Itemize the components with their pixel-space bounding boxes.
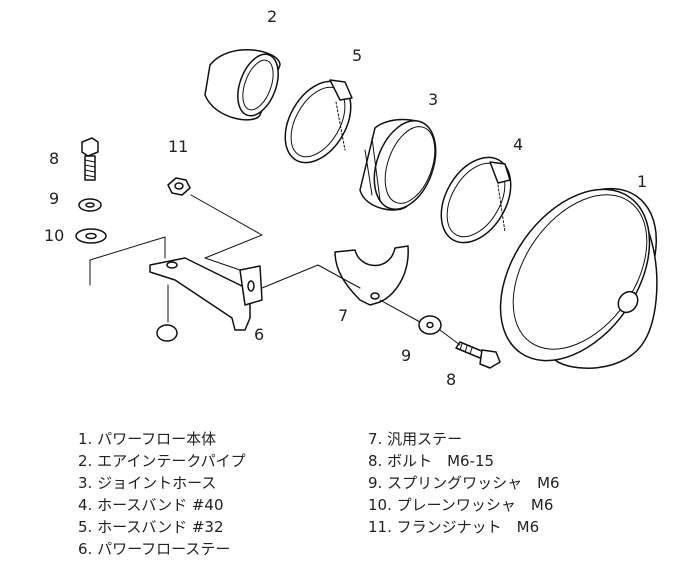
leader-lines [89,194,461,346]
hose-band-32 [284,79,353,164]
parts-list-item: 4. ホースバンド #40 [78,496,224,514]
callout-9-lower: 9 [401,346,411,365]
parts-list-item: 9. スプリングワッシャ M6 [368,474,560,492]
parts-list-item: 11. フランジナット M6 [368,518,540,536]
parts-list-left: 1. パワーフロー本体 2. エアインテークパイプ 3. ジョイントホース 4.… [78,428,246,560]
parts-list-item: 6. パワーフローステー [78,540,231,558]
callout-10: 10 [44,226,64,245]
bolt-upper [81,137,99,181]
air-intake-pipe [204,49,281,121]
callout-1: 1 [637,172,647,191]
power-flow-stay [149,257,263,331]
parts-list-item: 3. ジョイントホース [78,474,217,492]
callout-3: 3 [428,90,438,109]
callout-11: 11 [168,137,188,156]
hose-band-40 [440,156,512,244]
washer-below-stay [156,324,178,342]
parts-list-item: 10. プレーンワッシャ M6 [368,496,554,514]
flange-nut [167,177,191,196]
exploded-parts-diagram: 1 2 3 4 5 6 7 8 8 9 9 10 11 [44,7,658,389]
bolt-lower [455,341,501,369]
callout-4: 4 [513,135,523,154]
callout-6: 6 [254,325,264,344]
parts-list-item: 5. ホースバンド #32 [78,518,224,536]
parts-list-item: 1. パワーフロー本体 [78,430,217,448]
callout-5: 5 [352,46,362,65]
parts-list-item: 2. エアインテークパイプ [78,452,246,470]
callout-9-upper: 9 [49,189,59,208]
power-flow-body [499,187,658,369]
parts-list-item: 7. 汎用ステー [368,430,463,448]
general-purpose-stay [334,245,409,306]
parts-list-item: 8. ボルト M6-15 [368,452,495,470]
callout-8-upper: 8 [49,149,59,168]
parts-list-right: 7. 汎用ステー 8. ボルト M6-15 9. スプリングワッシャ M6 10… [368,428,560,538]
callout-7: 7 [338,306,348,325]
callout-2: 2 [267,7,277,26]
spring-washer-upper [78,198,102,212]
plain-washer [75,228,107,244]
callout-8-lower: 8 [446,370,456,389]
spring-washer-lower [418,315,442,335]
joint-hose [359,118,437,211]
